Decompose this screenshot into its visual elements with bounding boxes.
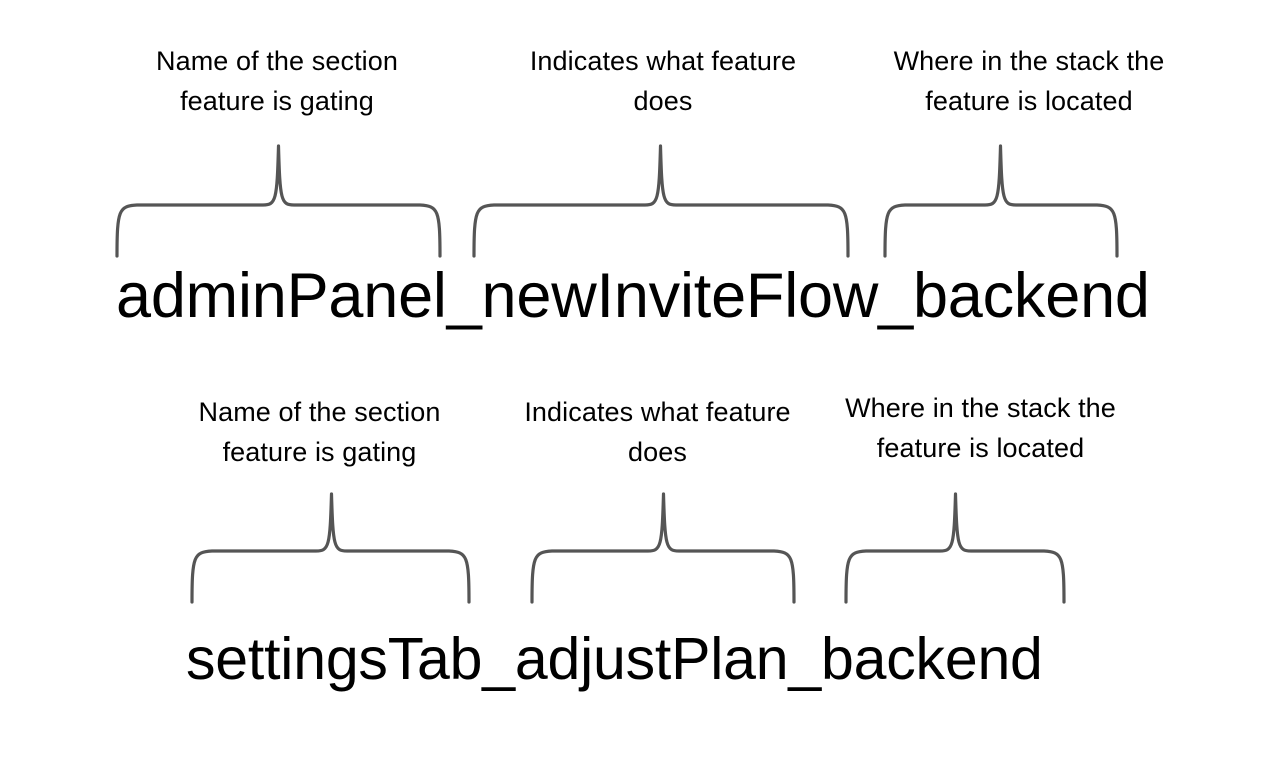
segment-caption: Indicates what feature does xyxy=(524,397,791,467)
curly-brace-icon xyxy=(530,492,796,602)
segment-caption: Where in the stack the feature is locate… xyxy=(893,46,1165,116)
curly-brace-icon xyxy=(472,144,850,256)
segment-caption: Where in the stack the feature is locate… xyxy=(845,393,1116,463)
curly-brace-icon xyxy=(190,492,471,602)
feature-flag-name: settingsTab_adjustPlan_backend xyxy=(186,626,1043,692)
curly-brace-icon xyxy=(883,144,1119,256)
feature-flag-name: adminPanel_newInviteFlow_backend xyxy=(116,261,1150,331)
segment-caption: Indicates what feature does xyxy=(529,46,797,116)
curly-brace-icon xyxy=(115,144,442,256)
segment-caption: Name of the section feature is gating xyxy=(155,46,399,116)
curly-brace-icon xyxy=(844,492,1066,602)
segment-caption: Name of the section feature is gating xyxy=(198,397,441,467)
